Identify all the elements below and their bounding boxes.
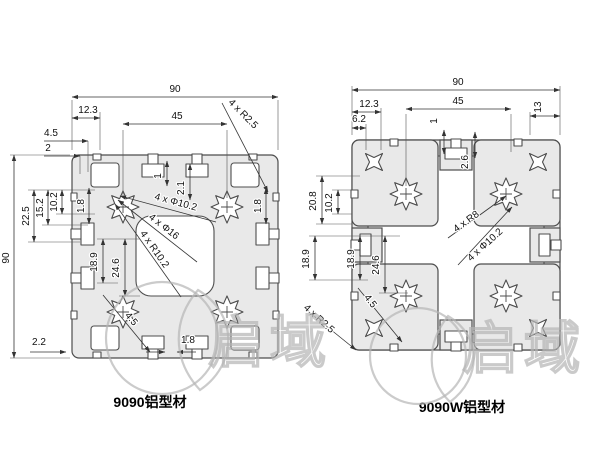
dim-45: 45 [171, 111, 183, 122]
dim-10-2: 10.2 [324, 193, 335, 213]
dim-2-2: 2.2 [32, 337, 46, 348]
dim-13: 13 [533, 101, 544, 113]
figure-9090: 90 12.3 45 4 x R2.5 4.5 2 90 22. [0, 83, 280, 410]
dim-12-3: 12.3 [359, 99, 379, 110]
corner-notches [350, 138, 561, 352]
dim-1-8-left: 1.8 [76, 199, 87, 213]
dim-4xR2-5: 4 x R2.5 [226, 97, 260, 131]
corner-bore-icon [489, 279, 523, 313]
dim-10-2: 10.2 [49, 192, 60, 212]
dim-height-90: 90 [1, 252, 12, 264]
dim-12-3: 12.3 [78, 105, 98, 116]
t-slot [70, 153, 280, 360]
watermark-text: 启域 [462, 317, 586, 380]
dim-18-9-inner: 18.9 [346, 249, 357, 269]
dim-22-5: 22.5 [21, 206, 32, 226]
dim-15-2: 15.2 [35, 198, 46, 218]
dim-1: 1 [153, 173, 164, 179]
watermark-right: 启域 [368, 306, 586, 406]
dim-4-5: 4.5 [44, 128, 58, 139]
corner-notches [70, 153, 280, 359]
dim-1: 1 [429, 118, 440, 124]
corner-cell [90, 162, 120, 188]
dim-18-9-outer: 18.9 [301, 249, 312, 269]
central-cavity [135, 215, 215, 297]
dim-2: 2 [45, 143, 51, 154]
watermark-left: 启域 [104, 280, 332, 396]
dim-2-6: 2.6 [460, 155, 471, 169]
dim-2-1: 2.1 [176, 181, 187, 195]
watermark-logo-swoosh [177, 288, 230, 392]
watermark-logo-circle [104, 280, 220, 396]
dim-18-9: 18.9 [89, 252, 100, 272]
corner-bore-icon [489, 177, 523, 211]
dim-6-2: 6.2 [352, 114, 366, 125]
dim-24-6: 24.6 [111, 258, 122, 278]
dim-width-90: 90 [169, 84, 181, 95]
dim-width-90: 90 [452, 77, 464, 88]
corner-cell [230, 325, 260, 351]
dim-20-8: 20.8 [308, 191, 319, 211]
watermark-logo-circle [368, 306, 468, 406]
figure-title-9090w: 9090W铝型材 [419, 399, 505, 415]
dim-1-8-bottom: 1.8 [181, 335, 195, 346]
watermark-logo-swoosh [430, 314, 475, 404]
dim-1-8-right: 1.8 [253, 199, 264, 213]
figure-9090w: 90 12.3 6.2 45 13 1 2.6 20.8 10.2 [300, 76, 562, 415]
dim-24-6: 24.6 [371, 255, 382, 275]
dim-45: 45 [452, 96, 464, 107]
profile-9090-body [70, 153, 280, 360]
watermark-text: 启域 [208, 311, 332, 374]
figure-title-9090: 9090铝型材 [113, 394, 186, 410]
